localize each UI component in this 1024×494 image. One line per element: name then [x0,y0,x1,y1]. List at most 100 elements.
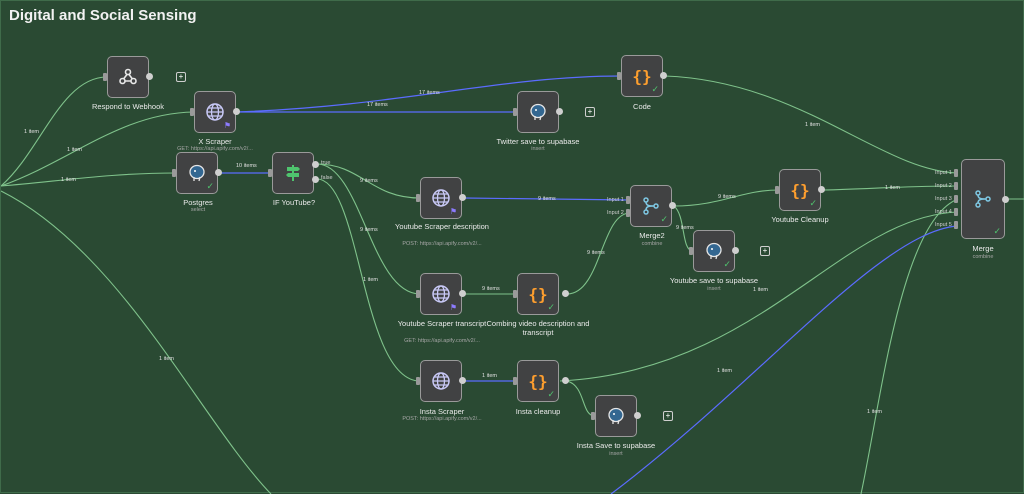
add-node-button[interactable]: + [663,411,673,421]
input-port[interactable] [513,108,517,116]
node-label: Insta Save to supabase [576,441,656,450]
node-x-scraper[interactable]: ⚑ [194,91,236,133]
input-port[interactable] [617,72,621,80]
input-port-1[interactable] [954,169,958,177]
node-insta-scraper[interactable] [420,360,462,402]
output-port[interactable] [556,108,563,115]
input-port[interactable] [416,194,420,202]
output-port[interactable] [459,290,466,297]
node-label: Youtube save to supabase [669,276,759,285]
add-node-button[interactable]: + [585,107,595,117]
input-port[interactable] [172,169,176,177]
workflow-title: Digital and Social Sensing [9,7,197,24]
node-subtitle: POST: https://api.apify.com/v2/... [402,241,482,247]
output-port[interactable] [669,202,676,209]
input-port[interactable] [513,377,517,385]
input-label: Input 2 [935,183,952,189]
output-port[interactable] [634,412,641,419]
edge-label: 1 item [24,129,39,135]
input-port[interactable] [513,290,517,298]
node-label: X Scraper [198,137,232,146]
output-port[interactable] [146,73,153,80]
node-youtube-scraper-description[interactable]: ⚑ [420,177,462,219]
node-code[interactable]: {} ✓ [621,55,663,97]
node-subtitle: insert [609,451,623,457]
input-port[interactable] [591,412,595,420]
node-label: Youtube Scraper description [395,222,489,231]
node-youtube-scraper-transcript[interactable]: ⚑ [420,273,462,315]
node-if-youtube[interactable] [272,152,314,194]
node-respond-to-webhook[interactable] [107,56,149,98]
edge-label: 9 items [587,250,605,256]
edge-label: 1 item [867,409,882,415]
true-branch-label: true [321,160,331,166]
edge-label: 1 item [363,277,378,283]
globe-icon [430,283,452,305]
success-check-icon: ✓ [547,302,555,312]
edge-label: 1 item [482,373,497,379]
success-check-icon: ✓ [206,181,214,191]
node-twitter-save[interactable] [517,91,559,133]
output-port-false[interactable] [312,176,319,183]
node-merge[interactable]: ✓ [961,159,1005,239]
input-port-5[interactable] [954,221,958,229]
edge-label: 9 items [538,196,556,202]
input-port[interactable] [775,186,779,194]
output-port[interactable] [215,169,222,176]
globe-icon [430,370,452,392]
node-youtube-save[interactable]: ✓ [693,230,735,272]
pinned-flag-icon: ⚑ [223,121,231,130]
edge-label: 10 items [236,163,257,169]
output-port[interactable] [818,186,825,193]
postgres-icon [527,101,549,123]
input-label: Input 1 [935,170,952,176]
postgres-icon [186,162,208,184]
success-check-icon: ✓ [651,84,659,94]
edge-label: 1 item [805,122,820,128]
node-subtitle: POST: https://api.apify.com/v2/... [402,416,482,422]
input-port[interactable] [190,108,194,116]
input-port-4[interactable] [954,208,958,216]
success-check-icon: ✓ [660,214,668,224]
webhook-icon [117,66,139,88]
input-port-2[interactable] [626,209,630,217]
node-subtitle: GET: https://api.apify.com/v2/... [177,146,253,152]
output-port[interactable] [732,247,739,254]
input-port[interactable] [689,247,693,255]
output-port[interactable] [459,377,466,384]
edge-label: 1 item [753,287,768,293]
output-port-true[interactable] [312,161,319,168]
node-label: Respond to Webhook [92,102,164,111]
node-postgres[interactable]: ✓ [176,152,218,194]
input-port-3[interactable] [954,195,958,203]
globe-icon [204,101,226,123]
edge-merge2-ytcleanup [673,189,780,207]
node-combine-description-transcript[interactable]: {} ✓ [517,273,559,315]
input-label: Input 4 [935,209,952,215]
output-port[interactable] [1002,196,1009,203]
input-port[interactable] [268,169,272,177]
output-port[interactable] [233,108,240,115]
output-port[interactable] [562,290,569,297]
edge-label: 1 item [67,147,82,153]
output-port[interactable] [459,194,466,201]
node-label: Insta cleanup [515,407,561,416]
output-port[interactable] [562,377,569,384]
input-port[interactable] [416,290,420,298]
node-merge2[interactable]: ✓ [630,185,672,227]
success-check-icon: ✓ [993,226,1001,236]
input-port[interactable] [416,377,420,385]
add-node-button[interactable]: + [760,246,770,256]
output-port[interactable] [660,72,667,79]
input-port-1[interactable] [626,196,630,204]
node-insta-cleanup[interactable]: {} ✓ [517,360,559,402]
node-youtube-cleanup[interactable]: {} ✓ [779,169,821,211]
node-insta-save[interactable] [595,395,637,437]
input-port-2[interactable] [954,182,958,190]
pinned-flag-icon: ⚑ [449,207,457,216]
braces-icon: {} [632,66,652,86]
input-port[interactable] [103,73,107,81]
add-node-button[interactable]: + [176,72,186,82]
